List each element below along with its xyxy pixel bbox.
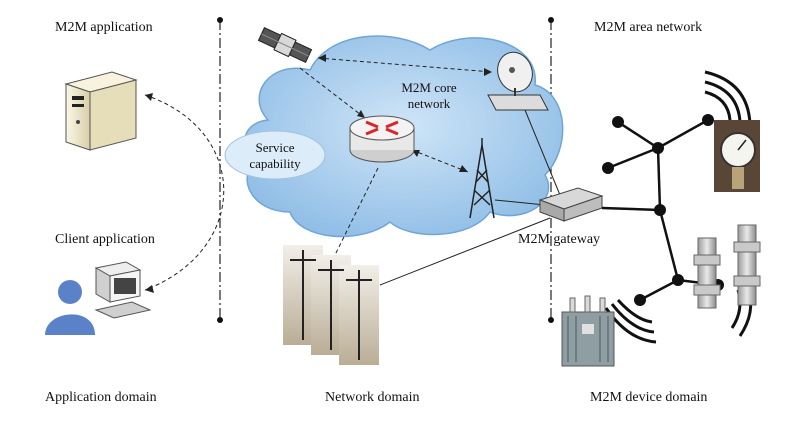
m2m-device-domain-label: M2M device domain	[590, 390, 708, 405]
client-computer-icon	[94, 261, 152, 319]
router-icon	[349, 115, 415, 163]
service-capability-label-line1: Service	[255, 140, 295, 155]
valve-sensor-icon	[693, 224, 761, 309]
m2m-area-network-label: M2M area network	[594, 20, 703, 35]
m2m-core-network-label-line2: network	[407, 96, 451, 111]
service-capability-label: Service capability	[238, 140, 312, 172]
connection-lines	[144, 57, 561, 291]
power-poles-icon	[283, 245, 379, 365]
client-person-icon	[45, 280, 95, 335]
m2m-core-network-label: M2M core network	[392, 80, 466, 112]
m2m-gateway-label: M2M gateway	[518, 232, 601, 247]
pressure-gauge-icon	[714, 120, 760, 192]
satellite-dish-icon	[487, 51, 549, 111]
m2m-gateway-icon	[538, 187, 604, 222]
m2m-application-label: M2M application	[55, 20, 153, 35]
service-capability-label-line2: capability	[249, 156, 301, 171]
application-domain-label: Application domain	[45, 390, 157, 405]
radio-tower-icon	[469, 138, 495, 219]
network-domain-label: Network domain	[325, 390, 420, 405]
satellite-icon	[257, 27, 313, 63]
arrowheads	[145, 54, 492, 293]
service-capability-bubble	[224, 130, 326, 180]
m2m-core-network-label-line1: M2M core	[401, 80, 457, 95]
wireless-signal-icon	[604, 70, 753, 344]
transformer-icon	[561, 295, 615, 367]
client-application-label: Client application	[55, 232, 155, 247]
area-network-graph	[601, 118, 719, 302]
area-network-nodes	[602, 114, 724, 306]
domain-dividers	[217, 17, 554, 323]
server-icon	[64, 71, 138, 151]
